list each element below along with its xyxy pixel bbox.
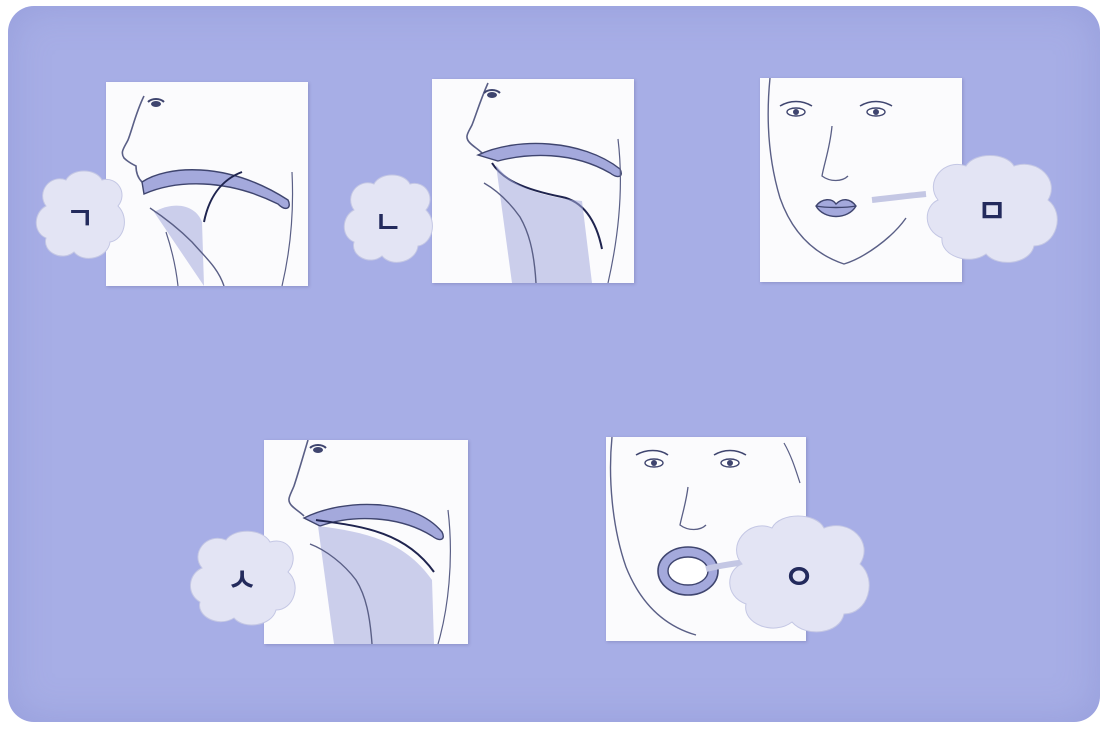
consonant-siot-label: ㅅ (186, 526, 298, 630)
consonant-ieung-label: ㅇ (722, 510, 876, 638)
sound-bubble-mieum: ㅁ (920, 150, 1064, 268)
diagram-card-giyeok (106, 82, 308, 286)
consonant-mieum-label: ㅁ (920, 150, 1064, 268)
side-profile-illustration (432, 79, 634, 283)
sound-bubble-giyeok: ㄱ (32, 166, 128, 266)
consonant-giyeok-label: ㄱ (32, 166, 128, 266)
sound-bubble-ieung: ㅇ (722, 510, 876, 638)
side-profile-illustration (106, 82, 308, 286)
sound-bubble-nieun: ㄴ (340, 170, 436, 270)
sound-bubble-siot: ㅅ (186, 526, 298, 630)
consonant-nieun-label: ㄴ (340, 170, 436, 270)
diagram-card-nieun (432, 79, 634, 283)
